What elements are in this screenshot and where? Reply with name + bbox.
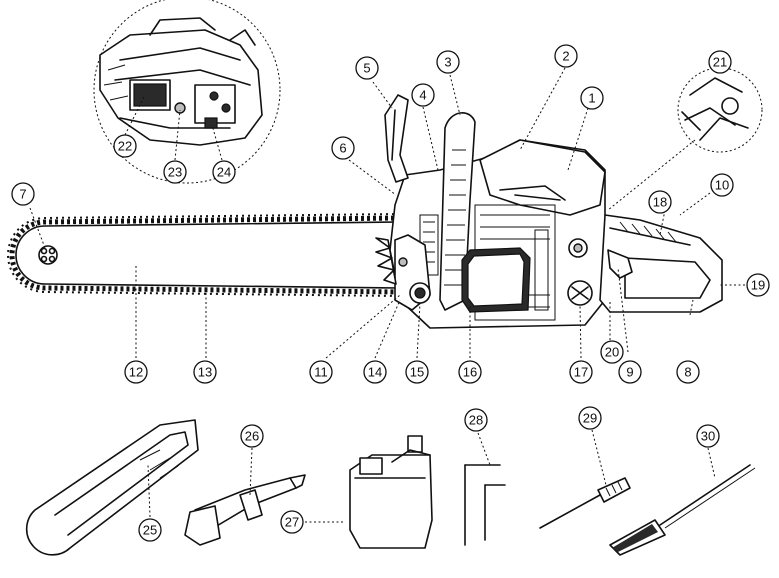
callout-15: 15 [405, 360, 429, 384]
callout-30-label: 30 [701, 429, 715, 444]
callout-15-label: 15 [410, 365, 424, 380]
callout-29: 29 [578, 406, 602, 430]
callout-20-label: 20 [605, 345, 619, 360]
callout-27: 27 [280, 510, 304, 534]
callout-27-label: 27 [285, 515, 299, 530]
callout-6-label: 6 [339, 141, 346, 156]
callout-22: 22 [113, 134, 137, 158]
callout-3: 3 [436, 50, 460, 74]
callout-17: 17 [569, 360, 593, 384]
accessory-file [609, 464, 756, 556]
callout-14-label: 14 [368, 365, 382, 380]
callout-14: 14 [363, 360, 387, 384]
callout-25: 25 [138, 518, 162, 542]
detail-inset-engine-view [99, 17, 263, 146]
callout-7: 7 [11, 182, 35, 206]
guide-bar [15, 221, 401, 289]
callout-24-label: 24 [217, 165, 231, 180]
callout-26-label: 26 [245, 429, 259, 444]
callout-16-label: 16 [463, 365, 477, 380]
callout-3-label: 3 [444, 55, 451, 70]
accessory-bar-cover [25, 419, 199, 556]
callout-23: 23 [163, 160, 187, 184]
leader-lines [29, 67, 745, 523]
chainsaw-body [375, 94, 723, 329]
callout-5: 5 [355, 56, 379, 80]
callout-22-label: 22 [118, 139, 132, 154]
detail-inset-dashed-circle [93, 0, 281, 184]
callout-2-label: 2 [562, 49, 569, 64]
callout-30: 30 [696, 424, 720, 448]
callout-5-label: 5 [363, 61, 370, 76]
callout-12: 12 [124, 360, 148, 384]
accessory-fuel-mix-bottle [349, 435, 433, 549]
callout-24: 24 [212, 160, 236, 184]
callout-11-label: 11 [314, 365, 328, 380]
callout-25-label: 25 [143, 523, 157, 538]
callout-7-label: 7 [19, 187, 26, 202]
callout-6: 6 [331, 136, 355, 160]
callout-13-label: 13 [198, 365, 212, 380]
callout-13: 13 [193, 360, 217, 384]
callout-16: 16 [458, 360, 482, 384]
accessory-screwdriver-small [539, 477, 631, 529]
callout-11: 11 [309, 360, 333, 384]
callout-10-label: 10 [715, 178, 729, 193]
callout-4-label: 4 [419, 88, 426, 103]
detail-inset-21-circle [677, 67, 763, 153]
callout-10: 10 [710, 173, 734, 197]
callout-28-label: 28 [469, 413, 483, 428]
callout-8: 8 [676, 360, 700, 384]
callout-9: 9 [618, 360, 642, 384]
callout-9-label: 9 [626, 365, 633, 380]
callout-29-label: 29 [583, 411, 597, 426]
callout-4: 4 [411, 83, 435, 107]
callout-1: 1 [580, 86, 604, 110]
callout-12-label: 12 [129, 365, 143, 380]
callout-18: 18 [648, 190, 672, 214]
callout-21: 21 [708, 50, 732, 74]
accessory-hex-keys [464, 464, 506, 546]
callout-1-label: 1 [588, 91, 595, 106]
saw-chain [7, 213, 401, 297]
callout-17-label: 17 [574, 365, 588, 380]
callout-23-label: 23 [168, 165, 182, 180]
callout-28: 28 [464, 408, 488, 432]
accessory-spark-plug-wrench [184, 474, 306, 546]
callout-8-label: 8 [684, 365, 691, 380]
callout-26: 26 [240, 424, 264, 448]
callout-18-label: 18 [653, 195, 667, 210]
callout-21-label: 21 [713, 55, 727, 70]
callout-19: 19 [746, 273, 770, 297]
callout-19-label: 19 [751, 278, 765, 293]
callout-2: 2 [554, 44, 578, 68]
callout-20: 20 [600, 340, 624, 364]
